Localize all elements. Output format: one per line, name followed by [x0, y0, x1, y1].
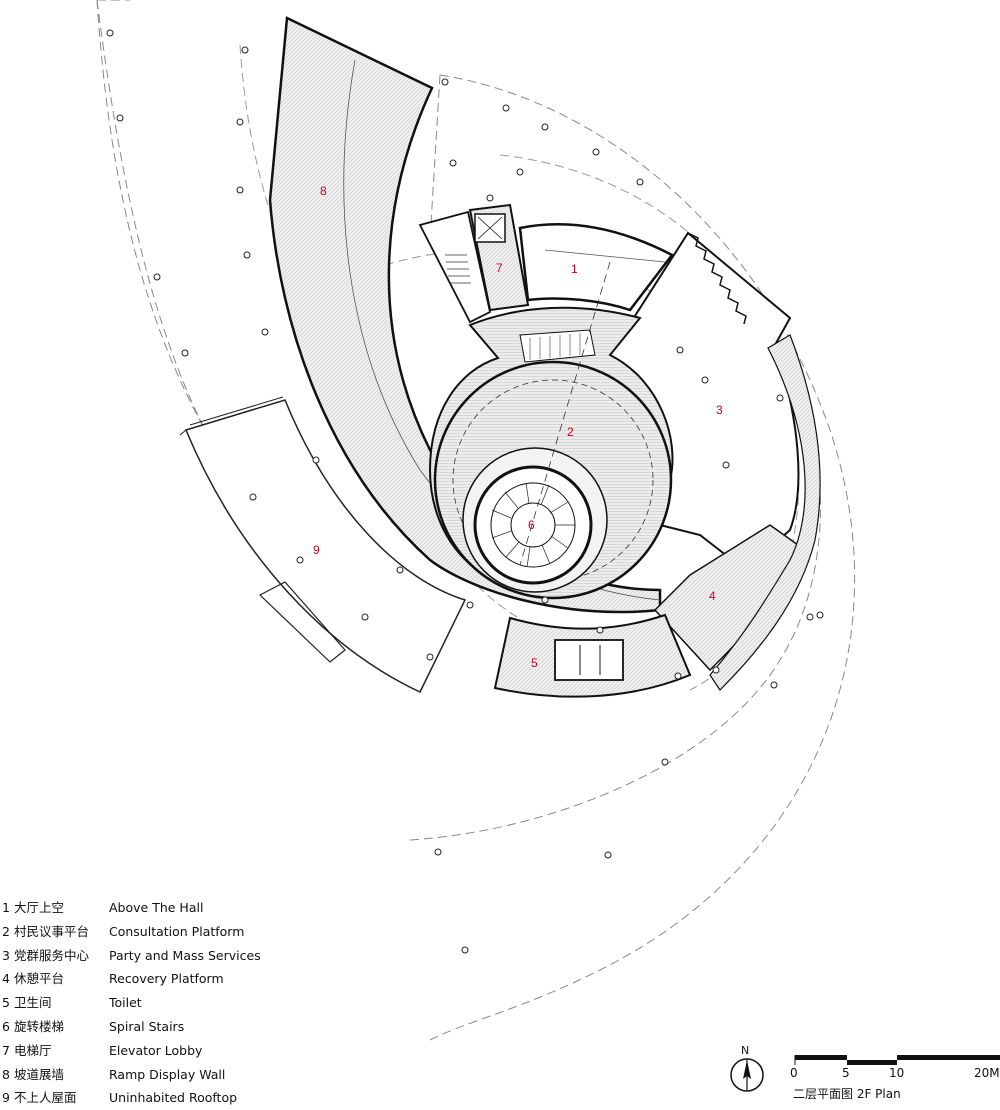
legend-chinese: 党群服务中心	[14, 947, 90, 963]
legend-english: Consultation Platform	[109, 923, 245, 939]
legend-number: 1	[2, 900, 10, 915]
legend-number: 9	[2, 1090, 10, 1106]
legend-chinese: 不上人屋面	[14, 1090, 77, 1106]
column-markers	[106, 29, 824, 954]
legend-english: Recovery Platform	[109, 971, 224, 987]
legend-chinese: 大厅上空	[14, 900, 65, 915]
legend-number: 3	[2, 947, 10, 963]
room-label-5: 5	[531, 656, 538, 670]
plan-title: 二层平面图 2F Plan	[793, 1087, 901, 1101]
area-8-ramp	[268, 16, 662, 614]
legend-english: Spiral Stairs	[109, 1018, 185, 1034]
toilet-partitions	[579, 645, 601, 675]
axis-dashed-line	[519, 261, 611, 566]
grand-stair-treads	[529, 333, 581, 360]
legend-number: 2	[2, 923, 10, 939]
legend-chinese: 休憩平台	[14, 971, 65, 987]
north-arrow-icon	[730, 1058, 764, 1092]
legend-english: Above The Hall	[109, 900, 204, 915]
legend-number: 5	[2, 995, 10, 1011]
legend: 1 大厅上空 Above The Hall 2 村民议事平台 Consultat…	[2, 896, 261, 1110]
legend-row: 6 旋转楼梯 Spiral Stairs	[2, 1015, 261, 1039]
legend-number: 6	[2, 1018, 10, 1034]
room-label-4: 4	[709, 589, 716, 603]
scale-bar	[794, 1055, 1000, 1065]
room-label-7: 7	[496, 261, 503, 275]
legend-row: 9 不上人屋面 Uninhabited Rooftop	[2, 1086, 261, 1110]
legend-chinese: 电梯厅	[14, 1042, 52, 1058]
legend-english: Ramp Display Wall	[109, 1066, 226, 1082]
legend-english: Uninhabited Rooftop	[109, 1090, 238, 1106]
area-1-void-inner	[544, 249, 666, 263]
legend-row: 4 休憩平台 Recovery Platform	[2, 967, 261, 991]
room-label-3: 3	[716, 403, 723, 417]
area-3-sawtooth-wall	[687, 232, 747, 325]
stair-core-treads	[445, 254, 471, 284]
area-1-void	[518, 222, 674, 312]
platform-ring-dashed	[452, 379, 654, 581]
legend-chinese: 村民议事平台	[14, 923, 90, 939]
room-label-9: 9	[313, 543, 320, 557]
legend-row: 8 坡道展墙 Ramp Display Wall	[2, 1063, 261, 1087]
scale-tick-10: 10	[889, 1066, 905, 1080]
legend-chinese: 坡道展墙	[14, 1066, 65, 1082]
scale-tick-5: 5	[842, 1066, 850, 1080]
toilet-cubicles	[554, 639, 624, 681]
legend-english: Elevator Lobby	[109, 1042, 203, 1058]
outer-dashed-line-west	[96, 0, 206, 431]
rooftop-inner-edge	[179, 396, 284, 436]
area-9-rooftop	[184, 399, 467, 693]
legend-row: 7 电梯厅 Elevator Lobby	[2, 1039, 261, 1063]
legend-number: 4	[2, 971, 10, 987]
grand-stair	[519, 329, 596, 363]
room-label-1: 1	[571, 262, 578, 276]
legend-number: 8	[2, 1066, 10, 1082]
area-4-ramp-strip	[709, 334, 821, 691]
scale-tick-20: 20M	[974, 1066, 1000, 1080]
legend-row: 1 大厅上空 Above The Hall	[2, 896, 261, 920]
elevator-cross	[477, 216, 503, 240]
room-label-6: 6	[528, 518, 535, 532]
legend-chinese: 卫生间	[14, 995, 52, 1011]
spiral-stair-treads	[491, 482, 575, 568]
scale-bar-labels: 0 5 10 20M	[0, 1066, 1000, 1082]
legend-english: Toilet	[109, 995, 142, 1011]
legend-row: 2 村民议事平台 Consultation Platform	[2, 920, 261, 944]
outer-dashed-boundary	[96, 0, 856, 1041]
legend-row: 5 卫生间 Toilet	[2, 991, 261, 1015]
legend-number: 7	[2, 1042, 10, 1058]
rooftop-ledge	[258, 581, 346, 663]
north-label: N	[741, 1044, 750, 1057]
scale-tick-0: 0	[790, 1066, 798, 1080]
room-label-8: 8	[320, 184, 327, 198]
room-label-2: 2	[567, 425, 574, 439]
legend-chinese: 旋转楼梯	[14, 1018, 65, 1034]
legend-row: 3 党群服务中心 Party and Mass Services	[2, 944, 261, 968]
stair-core-west	[418, 210, 492, 324]
legend-english: Party and Mass Services	[109, 947, 261, 963]
